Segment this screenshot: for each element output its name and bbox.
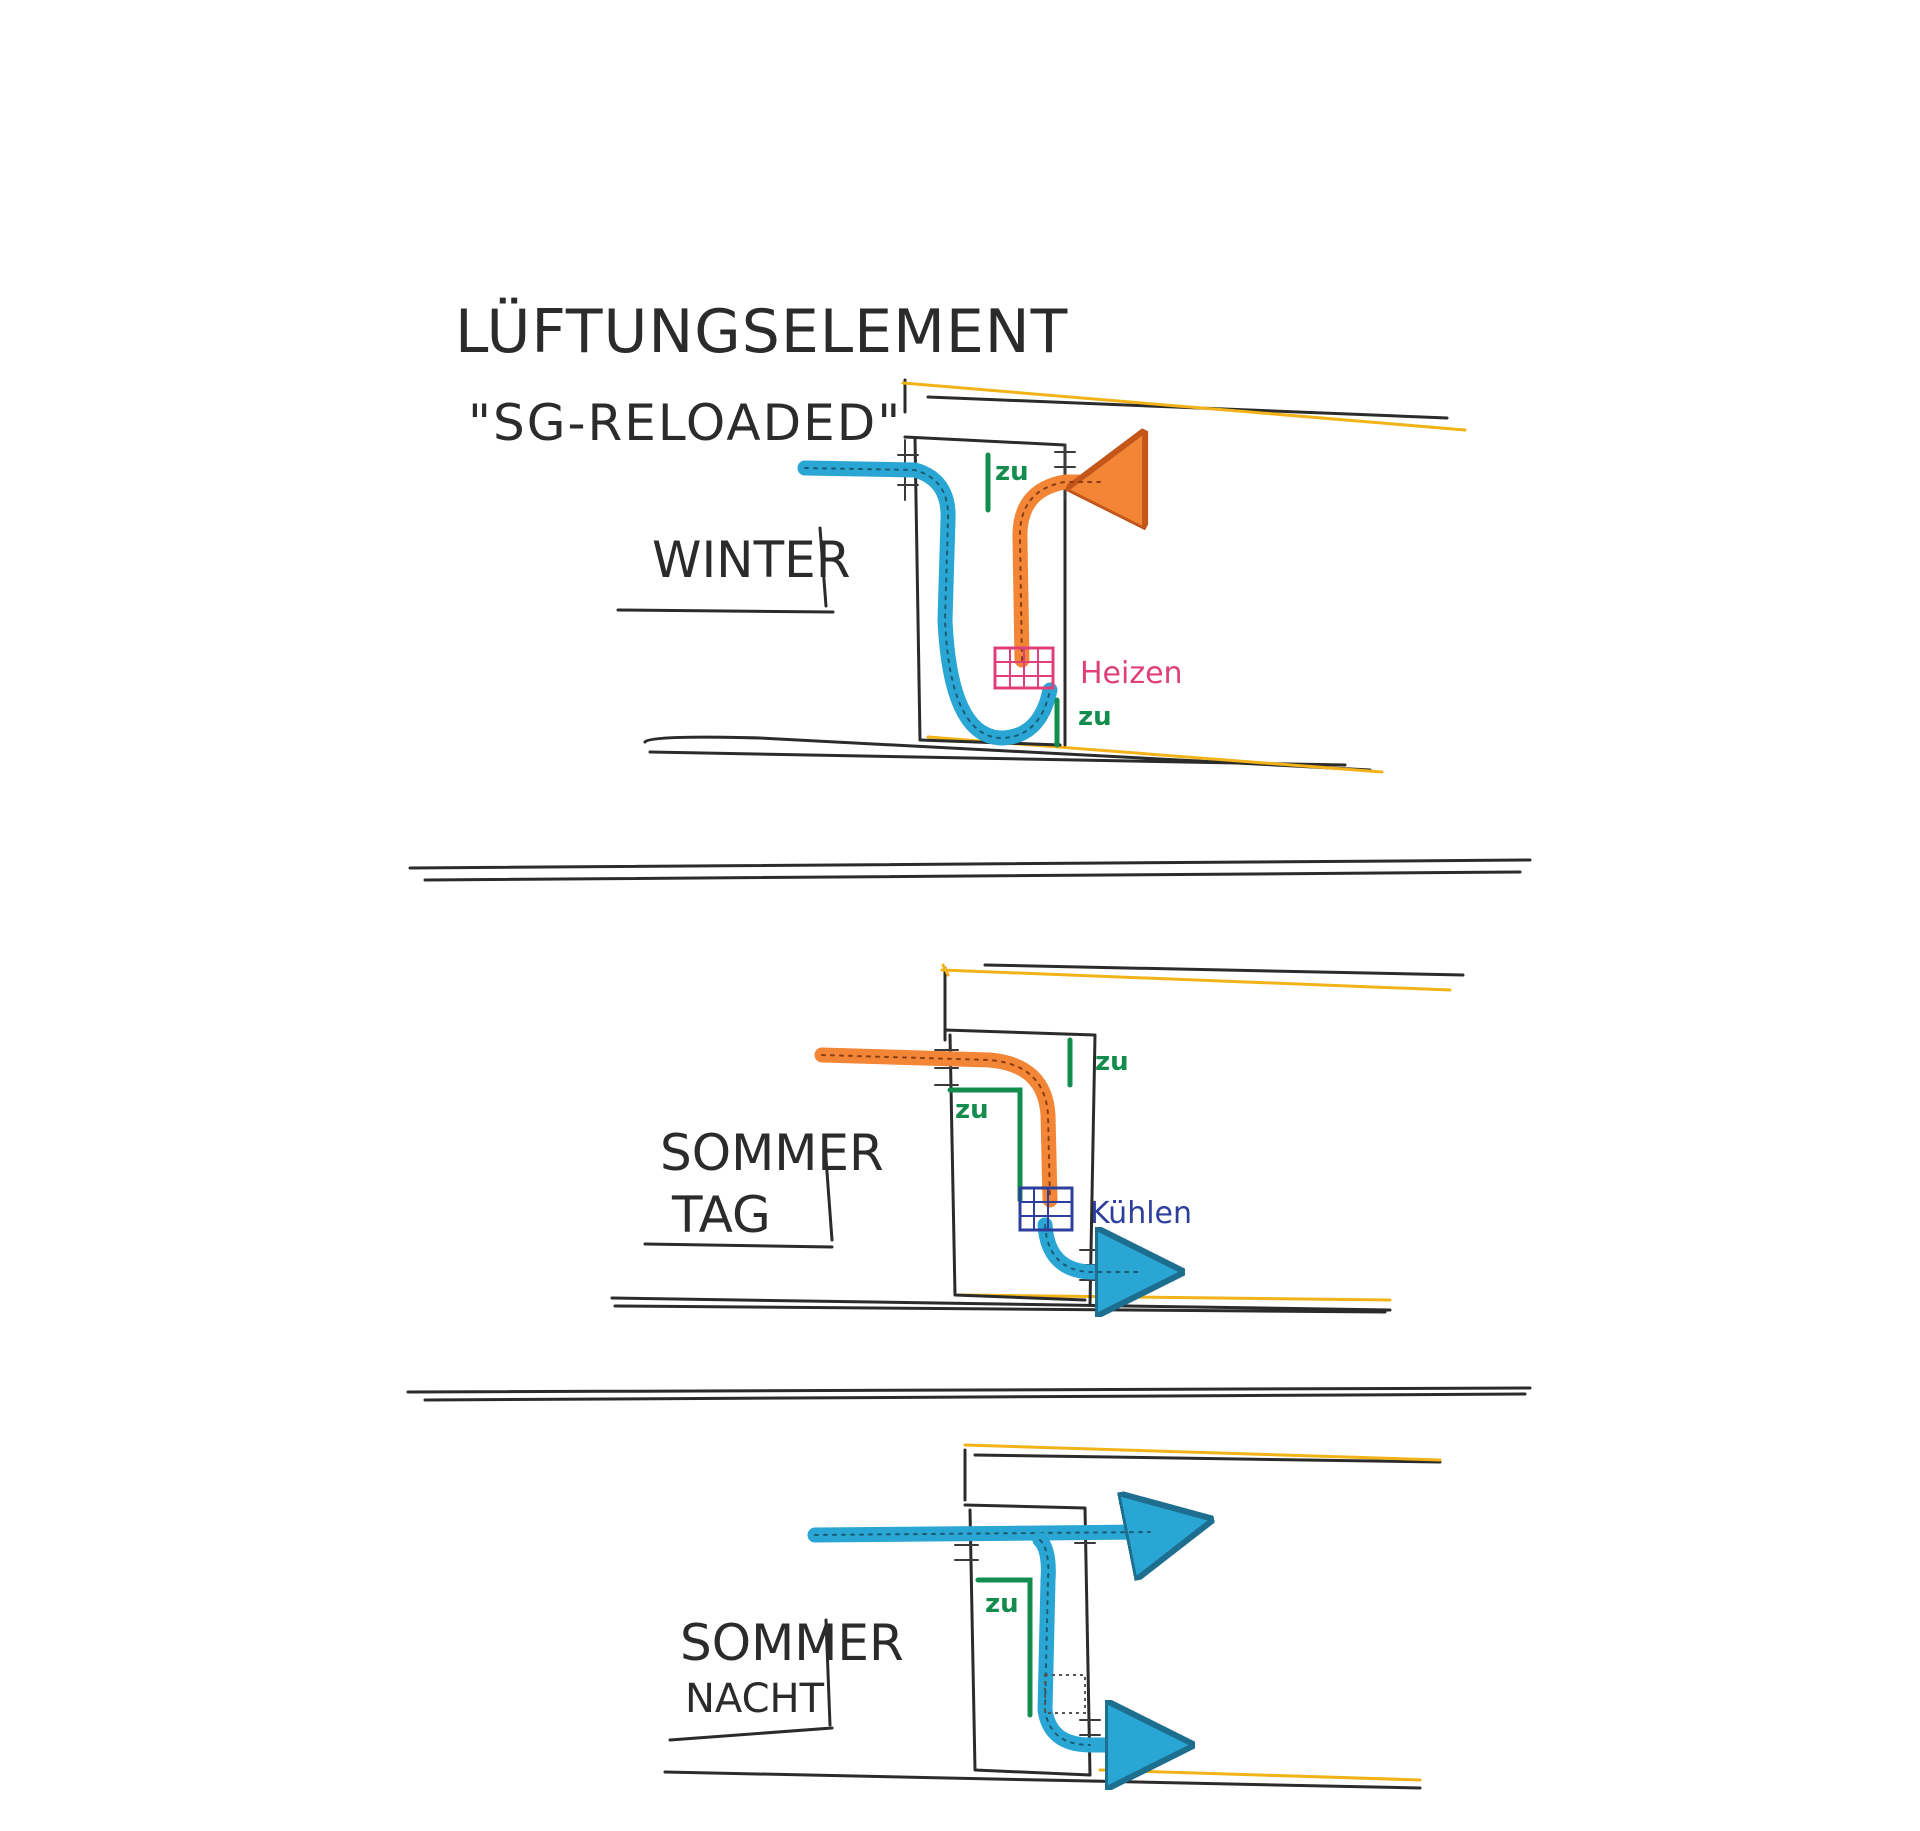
flap-label-zu: zu (985, 1589, 1019, 1619)
cold-air-hatch (814, 1531, 1151, 1536)
cold-air-hatch (804, 467, 1051, 740)
grille-left (934, 1049, 959, 1086)
floor-slab (663, 1770, 1422, 1790)
season-label-sommer: SOMMER (660, 1124, 884, 1182)
cold-air-flow (797, 460, 1058, 746)
ceiling-accent (963, 1443, 1442, 1462)
ceiling-slab (943, 963, 1465, 1042)
label-bracket (668, 1618, 834, 1742)
unit-housing (943, 1028, 1097, 1307)
floor-slab (610, 1296, 1392, 1314)
ceiling-slab (903, 378, 1449, 420)
coil-placeholder (1044, 1674, 1086, 1714)
floor-accent (1098, 1768, 1422, 1782)
heating-label: Heizen (1080, 656, 1183, 691)
flap-closed-lower (947, 1087, 1023, 1203)
flap-label-zu: zu (955, 1095, 989, 1125)
panel-winter: WINTER zu zu Heizen (616, 378, 1467, 774)
season-label-sommer: SOMMER (680, 1614, 904, 1672)
warm-air-flow (1012, 470, 1125, 668)
label-bracket (643, 1143, 834, 1249)
ceiling-accent (940, 963, 1452, 992)
season-label-winter: WINTER (652, 531, 850, 589)
flap-label-zu: zu (1078, 702, 1112, 732)
season-label-nacht: NACHT (685, 1676, 825, 1722)
flap-label-zu: zu (995, 457, 1029, 487)
heating-coil (993, 646, 1055, 690)
unit-housing (963, 1503, 1092, 1777)
grille-right (1054, 444, 1076, 501)
section-divider (406, 1386, 1532, 1402)
ceiling-slab (963, 1448, 1442, 1502)
flap-closed (975, 1577, 1033, 1718)
section-divider (408, 858, 1532, 882)
flap-label-zu: zu (1095, 1047, 1129, 1077)
ceiling-accent (901, 381, 1467, 432)
season-label-tag: TAG (671, 1186, 771, 1244)
floor-slab (643, 735, 1372, 772)
warm-air-hatch (1018, 481, 1101, 661)
warm-air-hatch (821, 1054, 1051, 1201)
cold-air-flow (1032, 1532, 1150, 1745)
label-bracket (616, 526, 835, 614)
cooling-label: Kühlen (1090, 1196, 1192, 1231)
diagram-subtitle: "SG-RELOADED" (468, 394, 902, 452)
cold-air-hatch (1044, 1224, 1141, 1273)
cooling-coil (1018, 1186, 1074, 1232)
diagram-title: LÜFTUNGSELEMENT (455, 296, 1068, 367)
panel-sommer-tag: SOMMER TAG zu zu Kühlen (610, 963, 1465, 1314)
panel-sommer-nacht: SOMMER NACHT zu (663, 1443, 1442, 1790)
